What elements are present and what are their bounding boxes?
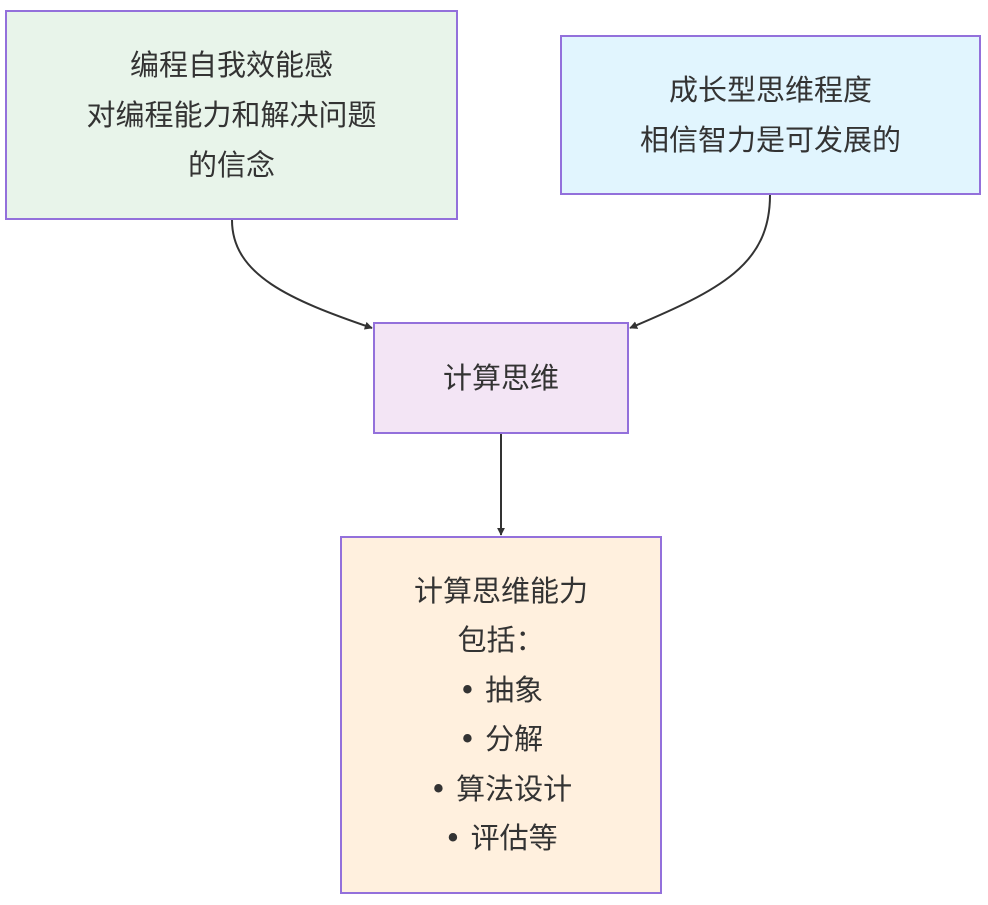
node-growth-mindset-text: 成长型思维程度 相信智力是可发展的 [640,65,901,165]
node-ct-ability-line-2: 包括： [457,623,545,657]
edge-self-efficacy-to-computational-thinking [231,219,373,330]
node-growth-mindset-line-2: 相信智力是可发展的 [639,123,901,157]
node-ct-ability-line-5: • 算法设计 [429,771,573,806]
node-ct-ability-line-1: 计算思维能力 [413,573,588,608]
node-ct-ability-line-4: • 分解 [458,722,544,756]
node-ct-ability-line-3: • 抽象 [458,672,544,707]
node-computational-thinking-text: 计算思维 [443,353,559,403]
node-self-efficacy-line-2: 对编程能力和解决问题 [86,98,377,132]
node-computational-thinking[interactable]: 计算思维 [373,322,629,434]
node-ct-ability[interactable]: 计算思维能力 包括： • 抽象 • 分解 • 算法设计 • 评估等 [340,536,662,894]
node-self-efficacy-text: 编程自我效能感 对编程能力和解决问题 的信念 [86,40,376,190]
node-growth-mindset[interactable]: 成长型思维程度 相信智力是可发展的 [560,35,981,195]
edge-growth-mindset-to-computational-thinking [629,194,771,329]
node-ct-ability-text: 计算思维能力 包括： • 抽象 • 分解 • 算法设计 • 评估等 [414,567,588,864]
node-self-efficacy-line-1: 编程自我效能感 [129,48,333,82]
node-self-efficacy[interactable]: 编程自我效能感 对编程能力和解决问题 的信念 [5,10,458,220]
node-computational-thinking-line-1: 计算思维 [442,361,559,395]
node-growth-mindset-line-1: 成长型思维程度 [668,73,872,107]
node-ct-ability-line-6: • 评估等 [444,821,558,855]
node-self-efficacy-line-3: 的信念 [187,148,275,182]
